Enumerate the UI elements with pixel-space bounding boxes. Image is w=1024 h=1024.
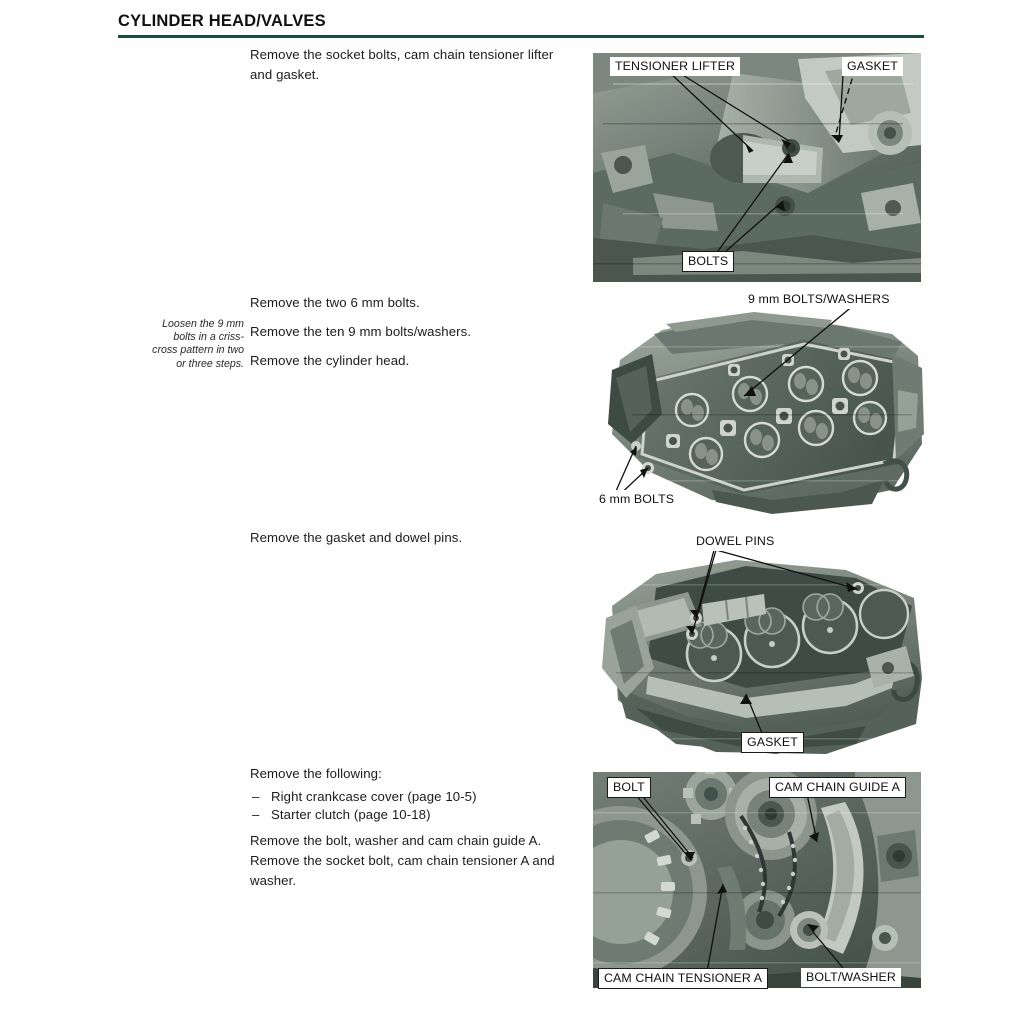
figure-cylinder-head: 9 mm BOLTS/WASHERS 6 mm BOLTS xyxy=(592,290,925,522)
instruction-block-cam-chain-guide: Remove the following: – Right crankcase … xyxy=(250,765,600,889)
margin-note-line: or three steps. xyxy=(176,357,244,370)
instruction-line: Remove the cylinder head. xyxy=(250,353,410,368)
callout-gasket: GASKET xyxy=(842,57,903,76)
instruction-block-cylinder-head: Remove the two 6 mm bolts. Remove the te… xyxy=(250,290,590,374)
callout-gasket-2: GASKET xyxy=(741,732,804,753)
list-item-label: Right crankcase cover (page 10-5) xyxy=(271,789,477,804)
list-item: – Right crankcase cover (page 10-5) xyxy=(250,788,600,806)
figure-dowel-pins-photo xyxy=(602,549,922,754)
instruction-block-gasket-dowel: Remove the gasket and dowel pins. xyxy=(250,529,590,546)
callout-6mm-bolts: 6 mm BOLTS xyxy=(594,490,680,509)
removal-item-list: – Right crankcase cover (page 10-5) – St… xyxy=(250,788,600,823)
instruction-line: Remove the two 6 mm bolts. xyxy=(250,295,420,310)
margin-note-loosen-bolts: Loosen the 9 mm bolts in a criss- cross … xyxy=(132,318,244,371)
list-dash: – xyxy=(252,789,260,804)
callout-cam-chain-guide-a: CAM CHAIN GUIDE A xyxy=(769,777,906,798)
header-divider xyxy=(118,35,924,38)
list-item: – Starter clutch (page 10-18) xyxy=(250,806,600,824)
page-title: CYLINDER HEAD/VALVES xyxy=(118,12,326,30)
figure-tensioner-lifter: TENSIONER LIFTER GASKET BOLTS xyxy=(593,53,921,282)
figure-cam-chain-photo xyxy=(593,772,921,988)
instruction-line: Remove the socket bolts, cam chain tensi… xyxy=(250,47,554,62)
callout-bolt-washer: BOLT/WASHER xyxy=(801,968,901,987)
figure-cam-chain: BOLT CAM CHAIN GUIDE A CAM CHAIN TENSION… xyxy=(593,772,921,989)
callout-tensioner-lifter: TENSIONER LIFTER xyxy=(610,57,741,76)
instruction-intro: Remove the following: xyxy=(250,766,382,781)
callout-cam-chain-tensioner-a: CAM CHAIN TENSIONER A xyxy=(598,968,769,989)
callout-9mm-bolts-washers: 9 mm BOLTS/WASHERS xyxy=(743,290,895,309)
page-header: CYLINDER HEAD/VALVES xyxy=(118,12,924,38)
instruction-line: and gasket. xyxy=(250,67,320,82)
margin-note-line: bolts in a criss- xyxy=(173,331,244,344)
instruction-line: Remove the gasket and dowel pins. xyxy=(250,530,463,545)
instruction-block-tensioner-lifter: Remove the socket bolts, cam chain tensi… xyxy=(250,46,590,83)
list-item-label: Starter clutch (page 10-18) xyxy=(271,806,431,822)
instruction-line: Remove the socket bolt, cam chain tensio… xyxy=(250,853,555,868)
list-dash: – xyxy=(252,806,260,822)
figure-dowel-pins: DOWEL PINS GASKET xyxy=(596,532,926,763)
instruction-line: washer. xyxy=(250,873,297,888)
figure-cylinder-head-photo xyxy=(608,299,924,514)
callout-bolts: BOLTS xyxy=(682,251,735,272)
callout-bolt: BOLT xyxy=(607,777,651,798)
callout-dowel-pins: DOWEL PINS xyxy=(691,532,780,551)
margin-note-line: Loosen the 9 mm xyxy=(162,318,244,330)
paragraph-gap xyxy=(250,823,600,832)
margin-note-line: cross pattern in two xyxy=(152,344,244,357)
figure-tensioner-lifter-photo xyxy=(593,53,921,282)
instruction-line: Remove the ten 9 mm bolts/washers. xyxy=(250,324,472,339)
instruction-line: Remove the bolt, washer and cam chain gu… xyxy=(250,833,542,848)
